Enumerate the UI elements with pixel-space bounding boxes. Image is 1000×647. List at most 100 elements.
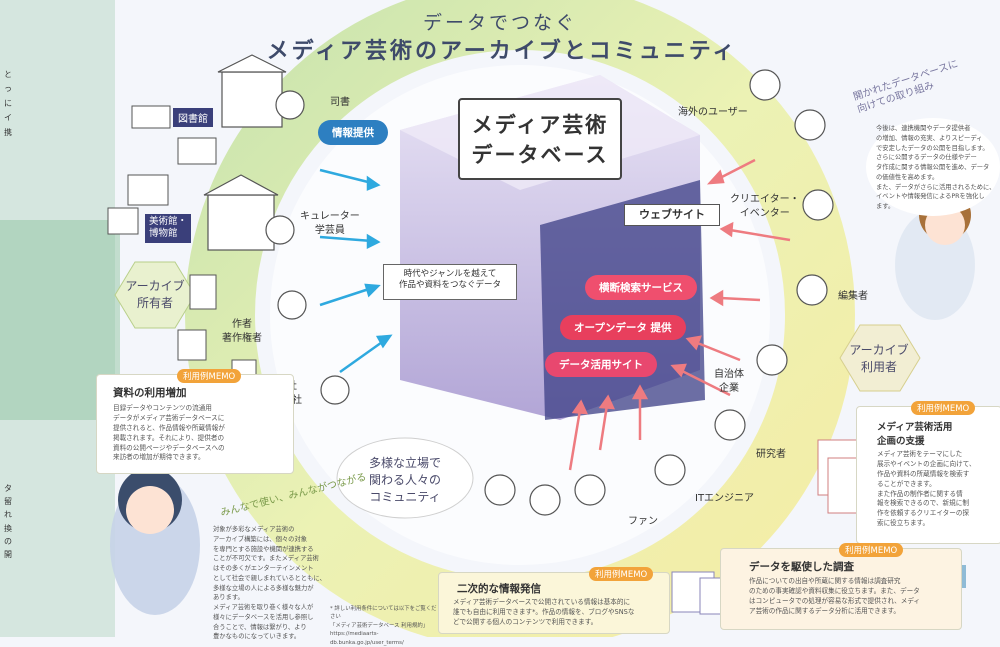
left-intro-line: 対象が多彩なメディア芸術の <box>213 526 295 533</box>
left-intro-line: メディア芸術を取り巻く様々な人が <box>213 604 314 611</box>
memo-heading: 二次的な情報発信 <box>457 583 541 595</box>
community-line2: 関わる人々の <box>368 472 441 487</box>
memo-tag: 利用例MEMO <box>177 369 242 383</box>
left-intro-line: を専門とする施設や機関が連携する <box>213 545 314 553</box>
cropped-char: イ <box>4 113 12 123</box>
page-title: メディア芸術のアーカイブとコミュニティ <box>266 39 738 64</box>
memo-tag: 利用例MEMO <box>911 401 976 415</box>
museum-label-line2: 博物館 <box>149 228 178 240</box>
librarian-label: 司書 <box>330 97 350 108</box>
fan-label: ファン <box>628 516 658 527</box>
footnote-text: * 詳しい利用条件については以下をご覧ください「メディア芸術データベース 利用規… <box>330 605 440 647</box>
archive-user-line2: 利用者 <box>860 359 897 374</box>
memo-line: メディア芸術データベースで公開されている情報は基本的に <box>453 598 631 606</box>
memo-line: ア芸術の作品に関するデータ分析に活用できます。 <box>749 606 900 615</box>
archive-owner-line1: アーカイブ <box>125 279 185 293</box>
memo-heading-line1: メディア芸術活用 <box>877 422 953 433</box>
data-utilization-site-tag: データ活用サイト <box>545 352 657 377</box>
database-title-line2: データベース <box>471 143 609 167</box>
left-intro-line: 様々にデータベースを活用し参照し <box>213 613 314 621</box>
memo-secondary-info: 利用例MEMO 二次的な情報発信 メディア芸術データベースで公開されている情報は… <box>438 567 670 634</box>
left-cropped-text-upper: とっにイ携 <box>4 68 18 140</box>
community-line3: コミュニティ <box>369 489 441 504</box>
memo-resource-usage: 利用例MEMO 資料の利用増加 目録データやコンテンツの流通用データがメディア芸… <box>96 369 294 474</box>
cropped-char: 携 <box>4 127 12 137</box>
cropped-char: 開 <box>4 549 12 559</box>
memo-line: メディア芸術をテーマにした <box>877 450 963 458</box>
footnote: * 詳しい利用条件については以下をご覧ください「メディア芸術データベース 利用規… <box>330 605 440 647</box>
page-subtitle: データでつなぐ <box>422 12 577 34</box>
museum-label: 美術館・ 博物館 <box>145 214 192 243</box>
memo-line: 誰でも自由に利用できます*。作品の情報を、ブログやSNSな <box>453 607 635 616</box>
memo-line: のための事実確認や資料収集に役立ちます。また、データ <box>749 586 920 595</box>
right-note-line: タ作成に関する情報公開を進め、データ <box>876 164 990 171</box>
memo-body: 作品についての出自や所蔵に関する情報は調査研究のための事実確認や資料収集に役立ち… <box>749 577 961 617</box>
info-provision-tag: 情報提供 <box>318 120 388 145</box>
memo-body: 目録データやコンテンツの流通用データがメディア芸術データベースに提供されると、作… <box>113 404 293 463</box>
curator-label: キュレーター 学芸員 <box>300 210 360 237</box>
community-line1: 多様な立場で <box>368 456 441 470</box>
archive-owner-label: アーカイブ 所有者 <box>122 278 188 312</box>
left-intro-line: アーカイブ構築には、個々の対象 <box>213 535 308 543</box>
memo-line: 報を検索できるので、新規に制 <box>877 499 969 508</box>
library-label: 図書館 <box>173 108 213 127</box>
memo-line: 作を依頼するクリエイターの探 <box>877 509 970 518</box>
cropped-char: に <box>4 98 12 108</box>
right-note-line: ます。 <box>876 203 895 210</box>
right-note-line: の増加、情報の充実、よりスピーディ <box>876 134 983 142</box>
right-note-line: イベントや情報発信によるPRを強化し <box>876 193 985 201</box>
memo-line: 作品についての出自や所蔵に関する情報は調査研究 <box>749 577 901 585</box>
editor-label: 編集者 <box>838 291 868 302</box>
creator-label: クリエイター・ イベンター <box>730 193 800 220</box>
memo-line: 作品や資料の所蔵情報を検索す <box>877 469 970 478</box>
memo-line: 掲載されます。それにより、提供者の <box>113 433 225 442</box>
right-note-line: さらに公開するデータの仕様やデー <box>876 154 977 162</box>
curator-label-line1: キュレーター <box>300 211 360 222</box>
memo-line: ることができます。 <box>877 479 936 488</box>
footnote-line: https://mediaarts-db.bunka.go.jp/user_te… <box>330 631 404 646</box>
left-intro-line: 多様な立場の人による多様な魅力が <box>213 584 314 592</box>
cropped-char: 留 <box>4 497 12 507</box>
memo-line: 提供されると、作品情報や所蔵情報が <box>113 423 225 432</box>
cropped-char: れ <box>4 510 12 520</box>
memo-line: 展示やイベントの企画に向けて、 <box>877 459 976 468</box>
memo-line: 来訪者の増加が期待できます。 <box>113 453 205 462</box>
archive-owner-line2: 所有者 <box>136 295 173 310</box>
left-cropped-text-lower: タ留れ換の開 <box>4 482 18 561</box>
author-label: 作者 著作権者 <box>222 318 262 345</box>
connect-box: 時代やジャンルを越えて 作品や資料をつなぐデータ <box>383 264 517 300</box>
memo-line: 索に役立ちます。 <box>877 519 930 528</box>
memo-planning-support: 利用例MEMO メディア芸術活用 企画の支援 メディア芸術をテーマにした展示やイ… <box>856 401 1000 544</box>
left-intro-line: として社会で親しまれているとともに、 <box>213 574 326 582</box>
database-title-line1: メディア芸術 <box>471 113 609 137</box>
footnote-line: * 詳しい利用条件については以下をご覧ください <box>330 606 437 621</box>
memo-tag: 利用例MEMO <box>589 567 654 581</box>
left-intro-line: ことが不可欠です。またメディア芸術 <box>213 555 319 563</box>
archive-user-label: アーカイブ 利用者 <box>846 342 912 376</box>
overseas-user-label: 海外のユーザー <box>678 107 748 118</box>
left-intro-line: 合うことで、情報は繋がり、より <box>213 623 307 631</box>
memo-line: はコンピュータでの処理が容易な形式で提供され、メディ <box>749 596 921 605</box>
memo-line: 目録データやコンテンツの流通用 <box>113 404 212 412</box>
memo-heading: 資料の利用増加 <box>113 387 187 399</box>
memo-body: メディア芸術をテーマにした展示やイベントの企画に向けて、作品や資料の所蔵情報を検… <box>877 450 1000 529</box>
memo-line: どで公開する個人のコンテンツで利用できます。 <box>453 617 598 626</box>
website-label: ウェブサイト <box>624 204 720 226</box>
engineer-label: ITエンジニア <box>695 493 755 504</box>
cropped-char: っ <box>4 84 12 94</box>
right-note-bubble: 今後は、連携機関やデータ提供者の増加、情報の充実、よりスピーディで安定したデータ… <box>866 118 1000 216</box>
right-note-line: で安定したデータの公開を目指します。 <box>876 144 989 152</box>
cropped-char: タ <box>4 484 12 493</box>
cross-search-service-tag: 横断検索サービス <box>585 275 697 300</box>
memo-heading: データを駆使した調査 <box>749 561 854 573</box>
cropped-char: の <box>4 536 12 546</box>
left-intro-line: はその多くがエンターテインメント <box>213 565 314 572</box>
memo-body: メディア芸術データベースで公開されている情報は基本的に誰でも自由に利用できます*… <box>453 598 669 628</box>
cropped-char: 換 <box>4 523 12 533</box>
government-label: 自治体 企業 <box>714 368 744 395</box>
right-note-line: の価値性を高めます。 <box>876 173 939 181</box>
archive-user-line1: アーカイブ <box>849 343 909 357</box>
memo-tag: 利用例MEMO <box>839 543 904 557</box>
right-note-text: 今後は、連携機関やデータ提供者の増加、情報の充実、よりスピーディで安定したデータ… <box>866 124 1000 212</box>
